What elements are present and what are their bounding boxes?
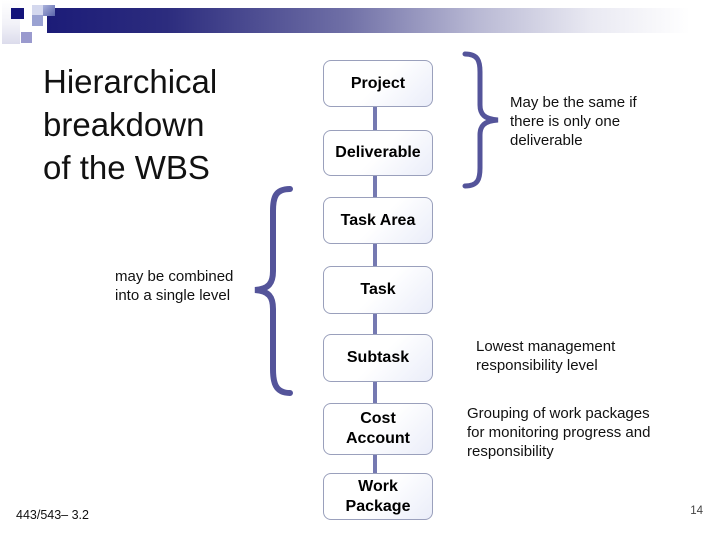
node-label: Task Area	[340, 211, 416, 229]
connector-line	[373, 242, 377, 266]
connector-line	[373, 312, 377, 334]
node-work-package: Work Package	[323, 473, 433, 520]
slide-title: Hierarchical breakdown of the WBS	[43, 60, 323, 189]
connector-line	[373, 453, 377, 473]
note-line: deliverable	[510, 132, 583, 149]
title-line: of the WBS	[43, 149, 210, 186]
node-task-area: Task Area	[323, 197, 433, 244]
header-strip-decoration	[2, 0, 20, 44]
header-small-square	[21, 32, 32, 43]
page-number: 14	[690, 505, 703, 517]
connector-line	[373, 105, 377, 130]
node-cost-account: Cost Account	[323, 403, 433, 455]
note-same-if: May be the same if there is only one del…	[510, 93, 637, 150]
note-line: Lowest management	[476, 338, 616, 355]
note-line: into a single level	[115, 287, 231, 304]
note-line: responsibility level	[476, 357, 598, 374]
header-gradient-bar	[47, 8, 710, 33]
course-footer: 443/543– 3.2	[16, 508, 89, 522]
node-label: Task	[360, 281, 396, 298]
note-combined: may be combined into a single level	[115, 267, 233, 305]
connector-line	[373, 174, 377, 197]
node-subtask: Subtask	[323, 334, 433, 382]
node-task: Task	[323, 266, 433, 314]
note-line: for monitoring progress and	[467, 424, 651, 441]
node-label: Subtask	[346, 349, 410, 366]
node-project: Project	[323, 60, 433, 107]
note-line: responsibility	[467, 443, 554, 460]
node-label: Cost Account	[346, 410, 410, 447]
left-brace-icon	[254, 186, 293, 396]
node-label: Work Package	[345, 477, 411, 515]
title-line: Hierarchical	[43, 63, 218, 100]
note-grouping: Grouping of work packages for monitoring…	[467, 404, 650, 461]
header-gradient-square	[43, 5, 55, 16]
header-navy-square	[11, 8, 24, 19]
node-deliverable: Deliverable	[323, 130, 433, 176]
header-lavender-square	[32, 15, 43, 26]
connector-line	[373, 380, 377, 403]
note-line: May be the same if	[510, 94, 637, 111]
node-label: Project	[350, 74, 406, 92]
note-line: may be combined	[115, 268, 234, 285]
note-line: there is only one	[510, 113, 621, 130]
right-brace-icon	[462, 51, 499, 189]
title-line: breakdown	[43, 106, 205, 143]
note-lowest: Lowest management responsibility level	[476, 337, 615, 375]
header-light-square	[32, 5, 43, 15]
node-label: Deliverable	[335, 144, 421, 161]
note-line: Grouping of work packages	[467, 405, 650, 422]
